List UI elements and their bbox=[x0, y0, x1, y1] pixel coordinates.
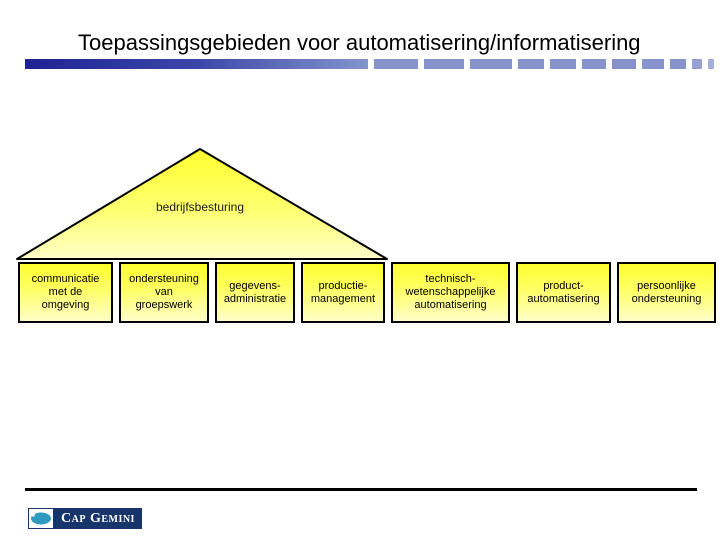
bar-dash bbox=[424, 59, 464, 69]
box-technisch-wetenschappelijke-automatisering: technisch- wetenschappelijke automatiser… bbox=[391, 262, 510, 323]
bar-dash bbox=[642, 59, 664, 69]
slide-title: Toepassingsgebieden voor automatisering/… bbox=[78, 30, 641, 55]
cap-gemini-logo-text-box: Cap Gemini bbox=[54, 508, 142, 529]
box-gegevensadministratie: gegevens- administratie bbox=[215, 262, 295, 323]
box-persoonlijke-ondersteuning: persoonlijke ondersteuning bbox=[617, 262, 716, 323]
bar-dash bbox=[708, 59, 714, 69]
title-underline-bar bbox=[0, 59, 720, 69]
box-productautomatisering: product- automatisering bbox=[516, 262, 611, 323]
bar-dash bbox=[470, 59, 512, 69]
box-ondersteuning-van-groepswerk: ondersteuning van groepswerk bbox=[119, 262, 209, 323]
bar-dash bbox=[374, 59, 418, 69]
pyramid-top-label: bedrijfsbesturing bbox=[155, 200, 245, 214]
bar-dash bbox=[582, 59, 606, 69]
bar-dash bbox=[550, 59, 576, 69]
bar-dash bbox=[670, 59, 686, 69]
pyramid-triangle bbox=[16, 148, 388, 260]
box-productiemanagement: productie- management bbox=[301, 262, 385, 323]
bar-gradient-segment bbox=[25, 59, 368, 69]
cap-gemini-logo: Cap Gemini bbox=[28, 508, 142, 529]
bar-dash bbox=[518, 59, 544, 69]
footer-divider bbox=[25, 488, 697, 491]
cap-gemini-symbol-icon bbox=[28, 508, 54, 529]
cap-gemini-logo-text: Cap Gemini bbox=[61, 510, 135, 526]
box-communicatie-met-de-omgeving: communicatie met de omgeving bbox=[18, 262, 113, 323]
bar-dash bbox=[612, 59, 636, 69]
bar-dash bbox=[692, 59, 702, 69]
